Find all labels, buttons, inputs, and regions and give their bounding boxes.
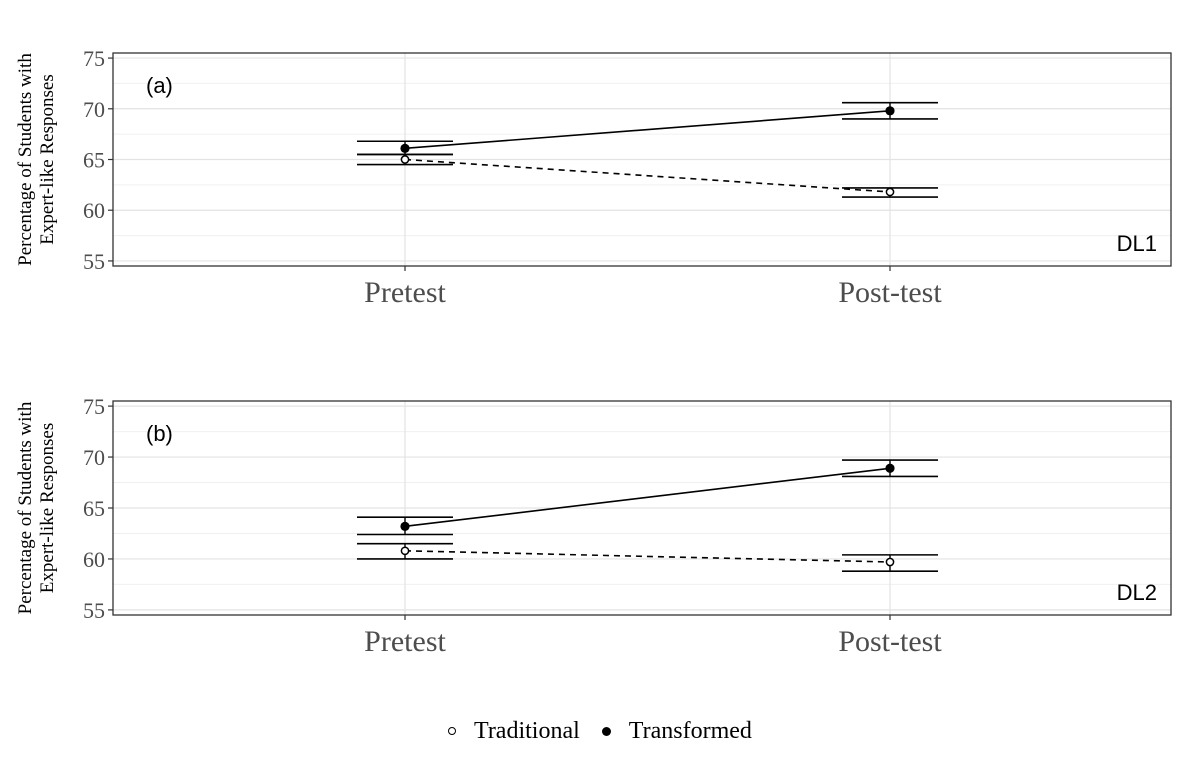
panel-label: (b) [146,421,173,446]
facet-label: DL2 [1117,580,1157,605]
legend-label-transformed: Transformed [628,717,752,744]
x-tick-label: Post-test [838,276,942,309]
series-transformed [357,101,938,156]
panel-label: (a) [146,73,173,98]
legend-marker-traditional [448,727,456,735]
legend: Traditional Transformed [440,714,752,748]
x-tick-label: Pretest [364,625,446,658]
y-tick-label: 75 [83,394,105,419]
series-transformed [357,459,938,536]
y-axis-title: Percentage of Students withExpert-like R… [15,401,58,614]
data-point [400,143,410,153]
y-tick-label: 70 [83,97,105,122]
y-tick-label: 65 [83,496,105,521]
y-axis-title-line: Expert-like Responses [37,423,58,593]
legend-label-traditional: Traditional [474,717,580,744]
data-point [885,187,895,197]
y-axis-title-line: Percentage of Students with [15,53,36,266]
y-tick-label: 75 [83,46,105,71]
y-tick-label: 60 [83,198,105,223]
series-line [404,158,891,193]
y-axis-title: Percentage of Students withExpert-like R… [15,53,58,266]
data-point [885,106,895,116]
series-line [404,550,891,563]
x-tick-label: Post-test [838,625,942,658]
data-point [400,546,410,556]
series-traditional [357,542,938,572]
y-tick-label: 55 [83,249,105,274]
series-line [404,467,891,528]
y-tick-label: 65 [83,148,105,173]
y-tick-label: 55 [83,598,105,623]
data-point [885,557,895,567]
data-point [400,155,410,164]
facet-label: DL1 [1117,231,1157,256]
y-tick-label: 70 [83,445,105,470]
y-axis-title-line: Expert-like Responses [37,74,58,244]
legend-marker-transformed [601,726,611,736]
data-point [400,521,410,531]
data-point [885,463,895,473]
x-tick-label: Pretest [364,276,446,309]
y-axis-title-line: Percentage of Students with [15,401,36,614]
series-line [404,110,891,150]
y-tick-label: 60 [83,547,105,572]
